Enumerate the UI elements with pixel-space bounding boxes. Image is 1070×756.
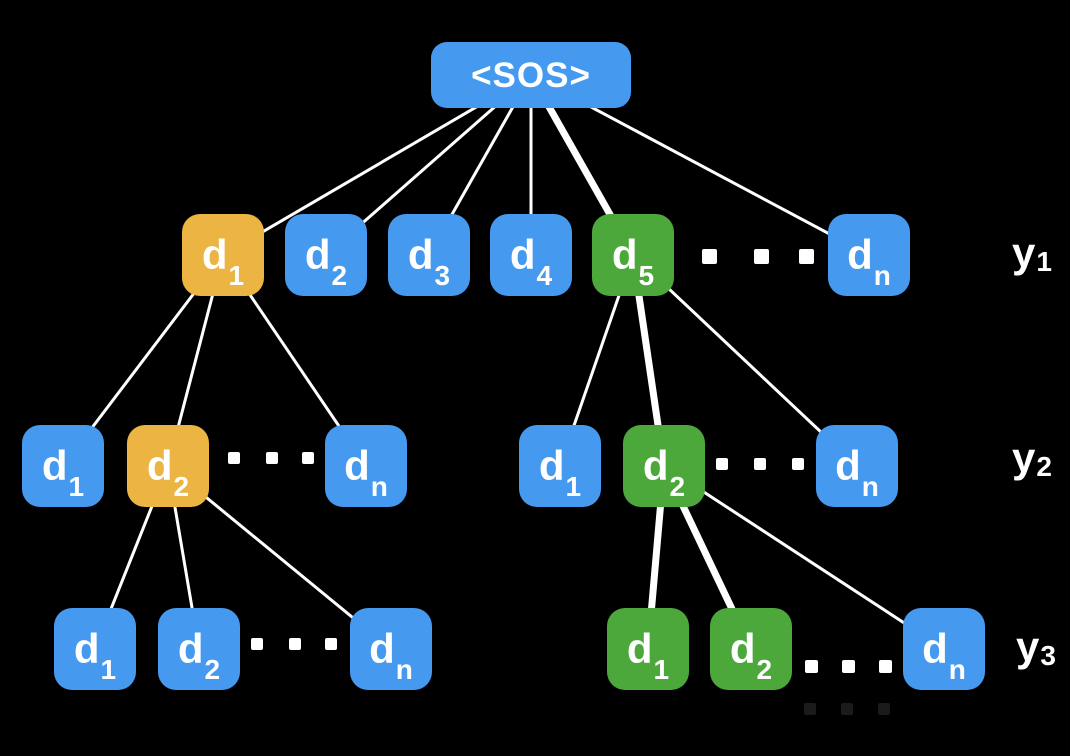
y3-right-ellipsis-dot-2: [841, 659, 855, 673]
hidden-next-level-ellipsis-dot-2: [841, 703, 853, 715]
y1-ellipsis-dot-2: [753, 248, 769, 264]
y3-left-ellipsis-dot-1: [251, 638, 263, 650]
y3-left-ellipsis-dot-2: [289, 638, 301, 650]
node-label: d: [369, 625, 395, 672]
node-label-subscript: n: [873, 260, 891, 291]
y3-left-ellipsis-dot-3: [325, 638, 337, 650]
y2-right-ellipsis-dot-2: [754, 458, 766, 470]
node-label-subscript: n: [395, 654, 413, 685]
node-label: d: [729, 625, 756, 672]
node-label: d: [146, 442, 173, 489]
node-label: <SOS>: [471, 55, 591, 95]
node-label-subscript: 1: [68, 471, 85, 502]
y1-ellipsis-dot-3: [798, 248, 814, 264]
node-label-subscript: 2: [756, 654, 773, 685]
node-label: d: [642, 442, 669, 489]
hidden-next-level-ellipsis-dot-3: [878, 703, 890, 715]
y2-left-ellipsis-dot-2: [266, 452, 278, 464]
row-label-text: y: [1012, 434, 1036, 481]
node-label: d: [73, 625, 100, 672]
y2-left-ellipsis-dot-3: [302, 452, 314, 464]
root-node-sos-root: <SOS>: [431, 42, 631, 108]
node-label-subscript: 1: [100, 654, 117, 685]
node-label-subscript: 4: [536, 260, 553, 291]
node-label-subscript: 1: [228, 260, 245, 291]
node-label-subscript: 1: [565, 471, 582, 502]
node-label-subscript: n: [948, 654, 966, 685]
node-label-subscript: 2: [204, 654, 221, 685]
node-label-subscript: 1: [653, 654, 670, 685]
node-label: d: [509, 231, 536, 278]
edge-y2-right-d2-to-y3-right-dn: [663, 464, 945, 651]
node-label: d: [847, 231, 873, 278]
node-label-subscript: 2: [173, 471, 190, 502]
node-label-subscript: n: [861, 471, 879, 502]
node-label: d: [201, 231, 228, 278]
row-label-text: y: [1012, 229, 1036, 276]
row-label-subscript: 3: [1040, 640, 1056, 671]
y1-ellipsis-dot-1: [701, 248, 717, 264]
node-label: d: [177, 625, 204, 672]
row-label-subscript: 2: [1036, 451, 1052, 482]
y2-right-ellipsis-dot-1: [716, 458, 728, 470]
y3-right-ellipsis-dot-3: [878, 659, 892, 673]
y3-right-ellipsis-dot-1: [804, 659, 818, 673]
node-label: d: [538, 442, 565, 489]
y2-left-ellipsis-dot-1: [228, 452, 240, 464]
node-label: d: [611, 231, 638, 278]
row-label-text: y: [1016, 623, 1040, 670]
node-label: d: [344, 442, 370, 489]
node-label-subscript: 2: [331, 260, 348, 291]
node-label-subscript: 5: [638, 260, 655, 291]
node-label-subscript: n: [370, 471, 388, 502]
hidden-next-level-ellipsis-dot-1: [804, 703, 816, 715]
node-label: d: [835, 442, 861, 489]
node-label: d: [626, 625, 653, 672]
node-label-subscript: 3: [434, 260, 451, 291]
node-label: d: [41, 442, 68, 489]
node-label: d: [922, 625, 948, 672]
row-label-subscript: 1: [1036, 246, 1052, 277]
node-label: d: [407, 231, 434, 278]
node-label-subscript: 2: [669, 471, 686, 502]
node-label: d: [304, 231, 331, 278]
y2-right-ellipsis-dot-3: [792, 458, 804, 470]
